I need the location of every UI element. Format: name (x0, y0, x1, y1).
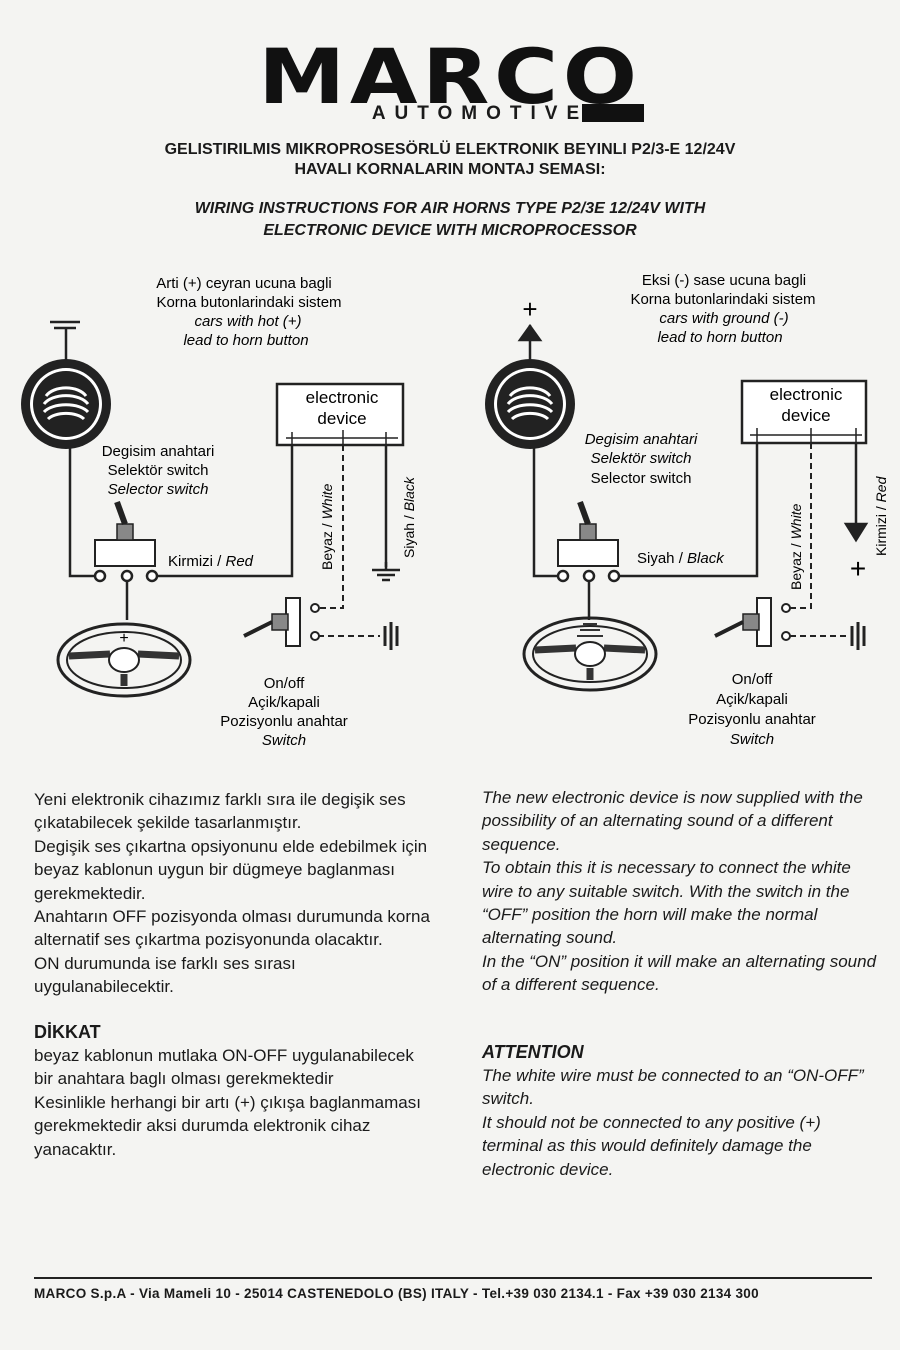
left-selector-label-3: Selector switch (108, 481, 209, 498)
left-black-wire-label: Siyah / Black (401, 476, 417, 558)
right-switch-label-3: Pozisyonlu anahtar (688, 711, 816, 728)
turkish-instructions: Yeni elektronik cihazımız farklı sıra il… (34, 788, 434, 1161)
turkish-paragraph-1: Yeni elektronik cihazımız farklı sıra il… (34, 790, 406, 833)
right-switch-label-2: Açik/kapali (716, 691, 788, 708)
brand-logo: MARCO (258, 32, 642, 121)
english-paragraph-3: In the “ON” position it will make an alt… (482, 951, 877, 995)
english-paragraph-2: To obtain this it is necessary to connec… (482, 858, 851, 948)
right-caption-1: Eksi (-) sase ucuna bagli (642, 272, 806, 289)
left-switch-label-4: Switch (262, 732, 306, 749)
turkish-paragraph-6: Kesinlikle herhangi bir artı (+) çıkışa … (34, 1092, 421, 1159)
english-paragraph-4: The white wire must be connected to an “… (482, 1066, 864, 1109)
right-electronic-device (740, 379, 868, 445)
right-diagram: Eksi (-) sase ucuna bagli Korna butonlar… (483, 272, 889, 748)
right-battery-icon (850, 620, 866, 652)
turkish-title: GELISTIRILMIS MIKROPROSESÖRLÜ ELEKTRONIK… (0, 140, 900, 180)
left-diagram: Arti (+) ceyran ucuna bagli Korna butonl… (19, 275, 417, 749)
left-ground-icon (370, 560, 402, 582)
left-battery-icon (383, 620, 399, 652)
right-switch-label-1: On/off (732, 671, 773, 688)
right-caption-3: cars with ground (-) (659, 310, 788, 327)
english-title: WIRING INSTRUCTIONS FOR AIR HORNS TYPE P… (0, 198, 900, 242)
right-black-wire-label: Siyah / Black (637, 550, 725, 567)
left-caption-4: lead to horn button (183, 332, 308, 349)
right-bottom-sign: + (850, 553, 866, 584)
right-device-label-1: electronic (770, 385, 843, 404)
english-title-line-2: ELECTRONIC DEVICE WITH MICROPROCESSOR (263, 222, 637, 239)
left-switch-label-3: Pozisyonlu anahtar (220, 713, 348, 730)
left-device-label-2: device (317, 409, 366, 428)
left-white-wire-label: Beyaz / White (319, 483, 335, 570)
right-caption-4: lead to horn button (657, 329, 782, 346)
right-up-arrow-icon (517, 323, 543, 362)
right-steering-wheel-icon (524, 618, 656, 690)
left-caption-2: Korna butonlarindaki sistem (156, 294, 341, 311)
right-selector-label-2: Selektör switch (591, 450, 692, 467)
right-red-wire-label: Kirmizi / Red (873, 475, 889, 556)
turkish-paragraph-4: ON durumunda ise farklı ses sırası uygul… (34, 953, 296, 997)
wiring-diagram: Arti (+) ceyran ucuna bagli Korna butonl… (19, 272, 889, 749)
right-onoff-switch-icon (713, 596, 773, 648)
brand-subtitle: AUTOMOTIVE (371, 103, 589, 124)
footer-address: MARCO S.p.A - Via Mameli 10 - 25014 CAST… (34, 1286, 759, 1301)
right-down-arrow-icon (843, 443, 869, 543)
left-selector-label-2: Selektör switch (108, 462, 209, 479)
turkish-paragraph-5: beyaz kablonun mutlaka ON-OFF uygulanabi… (34, 1046, 414, 1089)
english-title-line-1: WIRING INSTRUCTIONS FOR AIR HORNS TYPE P… (194, 200, 706, 217)
english-paragraph-1: The new electronic device is now supplie… (482, 788, 863, 854)
logo-bar (582, 104, 644, 122)
left-onoff-switch-icon (242, 596, 302, 648)
turkish-warning-heading: DİKKAT (34, 1021, 101, 1042)
footer-divider (34, 1277, 872, 1279)
turkish-title-line-1: GELISTIRILMIS MIKROPROSESÖRLÜ ELEKTRONIK… (164, 141, 736, 158)
english-warning-heading: ATTENTION (482, 1041, 584, 1062)
right-top-sign: + (522, 294, 537, 324)
left-device-label-1: electronic (306, 388, 379, 407)
turkish-paragraph-2: Degişik ses çıkartna opsiyonunu elde ede… (34, 836, 428, 903)
left-caption-3: cars with hot (+) (194, 313, 301, 330)
left-electronic-device (275, 382, 405, 447)
turkish-title-line-2: HAVALI KORNALARIN MONTAJ SEMASI: (294, 161, 606, 178)
left-switch-label-1: On/off (264, 675, 305, 692)
right-white-wire-label: Beyaz / White (788, 503, 804, 590)
left-switch-label-2: Açik/kapali (248, 694, 320, 711)
left-selector-switch-icon (95, 502, 155, 566)
right-selector-switch-icon (558, 502, 618, 566)
left-red-wire-label: Kirmizi / Red (168, 553, 254, 570)
right-horn-icon (483, 357, 577, 451)
right-selector-label-1: Degisim anahtari (585, 431, 698, 448)
english-instructions: The new electronic device is now supplie… (482, 786, 882, 1181)
english-paragraph-5: It should not be connected to any positi… (482, 1112, 821, 1179)
left-positive-terminal (50, 320, 80, 360)
right-selector-label-3: Selector switch (591, 470, 692, 487)
right-switch-label-4: Switch (730, 731, 774, 748)
turkish-paragraph-3: Anahtarın OFF pozisyonda olması durumund… (34, 907, 430, 950)
right-caption-2: Korna butonlarindaki sistem (630, 291, 815, 308)
left-selector-label-1: Degisim anahtari (102, 443, 215, 460)
right-device-label-2: device (781, 406, 830, 425)
left-caption-1: Arti (+) ceyran ucuna bagli (156, 275, 332, 292)
left-horn-icon (19, 357, 113, 451)
left-wheel-sign: + (119, 630, 128, 647)
